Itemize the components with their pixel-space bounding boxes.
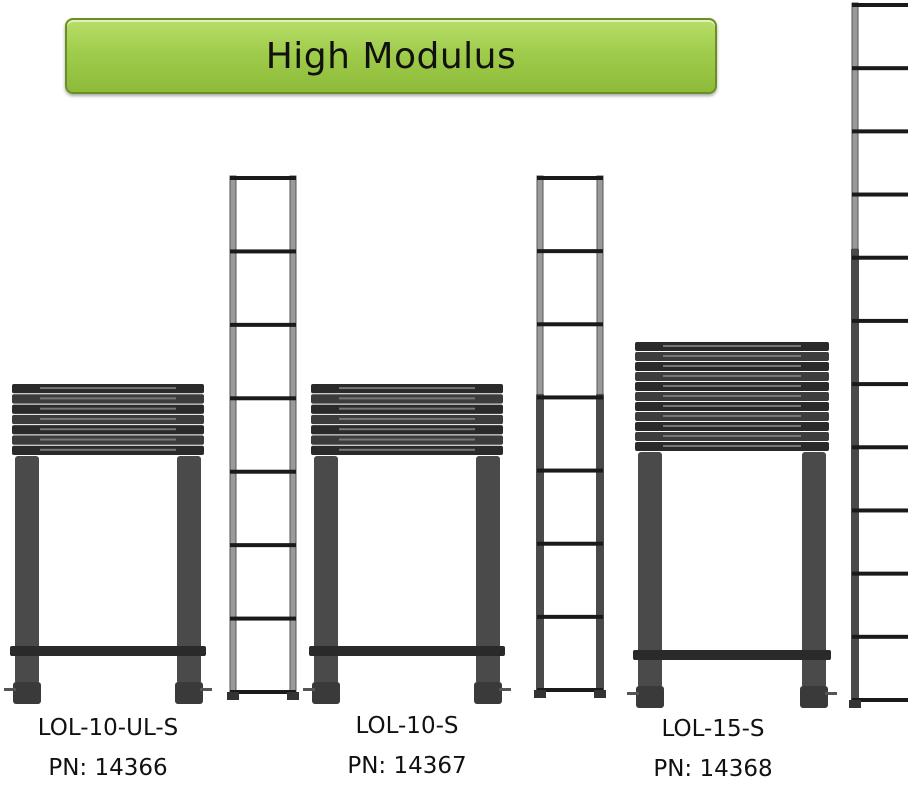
collapsed-ladder-3 (627, 342, 837, 708)
product-model: LOL-10-S (355, 713, 459, 739)
title-banner: High Modulus (65, 18, 717, 94)
product-label-2: LOL-10-S PN: 14367 (307, 706, 507, 786)
product-part-number: PN: 14368 (653, 756, 773, 782)
extended-ladder-3 (849, 2, 908, 708)
collapsed-ladder-2 (303, 384, 511, 704)
product-label-1: LOL-10-UL-S PN: 14366 (8, 708, 208, 788)
extended-ladder-1 (227, 175, 299, 700)
product-part-number: PN: 14366 (48, 755, 168, 781)
product-part-number: PN: 14367 (347, 753, 467, 779)
extended-ladder-2 (534, 175, 606, 698)
product-model: LOL-15-S (661, 716, 765, 742)
product-label-3: LOL-15-S PN: 14368 (613, 709, 813, 789)
collapsed-ladder-1 (4, 384, 212, 704)
banner-title: High Modulus (265, 35, 517, 77)
product-model: LOL-10-UL-S (37, 715, 179, 741)
